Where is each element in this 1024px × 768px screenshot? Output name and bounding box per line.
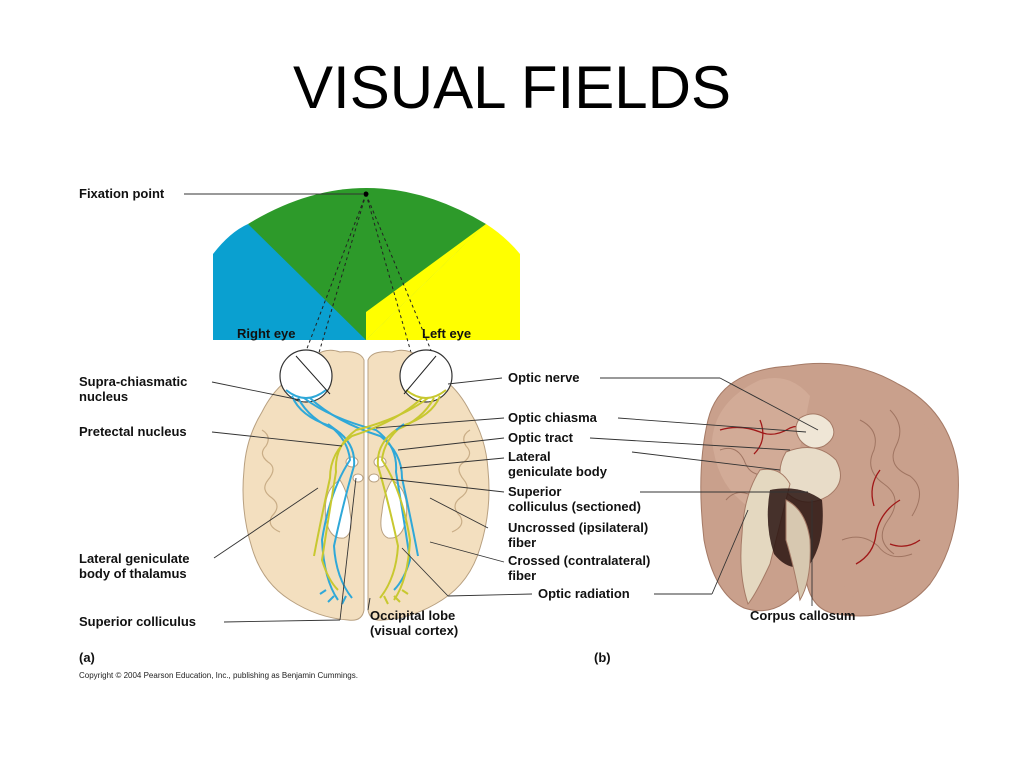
- label-lgb: Lateral geniculate: [79, 551, 190, 566]
- leader-lines-a: [184, 193, 533, 623]
- fixation-line-right2: [365, 193, 441, 373]
- left-eye-field-yellow: [366, 224, 520, 340]
- label-superior-colliculus: Superior colliculus: [79, 614, 196, 629]
- label-optic-chiasma: Optic chiasma: [508, 410, 598, 425]
- blue-fiber-2: [297, 397, 356, 599]
- label-optic-tract: Optic tract: [508, 430, 574, 445]
- label-uncrossed-fiber: Uncrossed (ipsilateral): [508, 520, 648, 535]
- leader-lines-b: [589, 377, 819, 606]
- corpus-callosum-photo: [785, 499, 811, 602]
- left-eye-retina: [405, 389, 447, 399]
- yellow-fiber-3: [320, 397, 429, 591]
- binocular-field-green: [248, 188, 486, 340]
- label-lateral-geniculate: Lateral: [508, 449, 551, 464]
- slide-title: VISUAL FIELDS: [293, 54, 731, 121]
- brain-horizontal-section: [242, 349, 490, 621]
- label-pretectal: Pretectal nucleus: [79, 424, 187, 439]
- label-right-eye: Right eye: [237, 326, 296, 341]
- optic-pathways: [291, 395, 441, 605]
- gyri-left: [261, 429, 281, 533]
- fixation-line-right: [365, 193, 413, 357]
- gyri-right: [451, 429, 471, 533]
- label-left-eye: Left eye: [422, 326, 471, 341]
- yellow-fiber-4: [313, 397, 423, 557]
- eyes: [279, 349, 453, 403]
- label-occipital-lobe: Occipital lobe: [370, 608, 455, 623]
- left-eye-field-yellow-edge: [366, 224, 486, 340]
- ray-l: [403, 355, 437, 395]
- label-optic-radiation: Optic radiation: [538, 586, 630, 601]
- colliculus-left: [352, 473, 364, 483]
- colliculus-right: [368, 473, 380, 483]
- fixation-point: [363, 191, 369, 197]
- left-eyeball: [399, 349, 453, 403]
- label-fixation-point: Fixation point: [79, 186, 165, 201]
- right-eye-field-blue: [213, 224, 366, 340]
- panel-a-tag: (a): [79, 650, 95, 665]
- copyright-text: Copyright © 2004 Pearson Education, Inc.…: [79, 671, 358, 680]
- supra-branch: [327, 423, 405, 431]
- right-eyeball: [279, 349, 333, 403]
- label-superior-colliculus-sectioned: Superior: [508, 484, 561, 499]
- yellow-fiber-2: [376, 397, 435, 599]
- ray-r: [295, 355, 331, 395]
- label-lgb-2: body of thalamus: [79, 566, 187, 581]
- label-supra-chiasmatic-2: nucleus: [79, 389, 128, 404]
- label-crossed-fiber-2: fiber: [508, 568, 536, 583]
- panel-b-tag: (b): [594, 650, 611, 665]
- radiation-endings-left: [319, 589, 347, 605]
- label-optic-nerve: Optic nerve: [508, 370, 580, 385]
- label-crossed-fiber: Crossed (contralateral): [508, 553, 650, 568]
- label-superior-colliculus-sectioned-2: colliculus (sectioned): [508, 499, 641, 514]
- fixation-line-left: [317, 193, 367, 357]
- label-occipital-lobe-2: (visual cortex): [370, 623, 458, 638]
- label-supra-chiasmatic: Supra-chiasmatic: [79, 374, 187, 389]
- right-eye-retina: [285, 389, 327, 399]
- radiation-endings-right: [383, 589, 409, 605]
- label-lateral-geniculate-2: geniculate body: [508, 464, 608, 479]
- optic-chiasma-photo: [795, 413, 835, 449]
- fixation-line-left2: [297, 193, 367, 373]
- label-corpus-callosum: Corpus callosum: [750, 608, 855, 623]
- blue-fiber-4: [309, 397, 419, 557]
- brain-specimen-photo: [700, 362, 959, 617]
- brain-photo-right-lobe: [829, 398, 945, 597]
- visual-field-fan: [213, 188, 520, 373]
- label-uncrossed-fiber-2: fiber: [508, 535, 536, 550]
- labels: Fixation point Right eye Left eye Supra-…: [79, 186, 855, 680]
